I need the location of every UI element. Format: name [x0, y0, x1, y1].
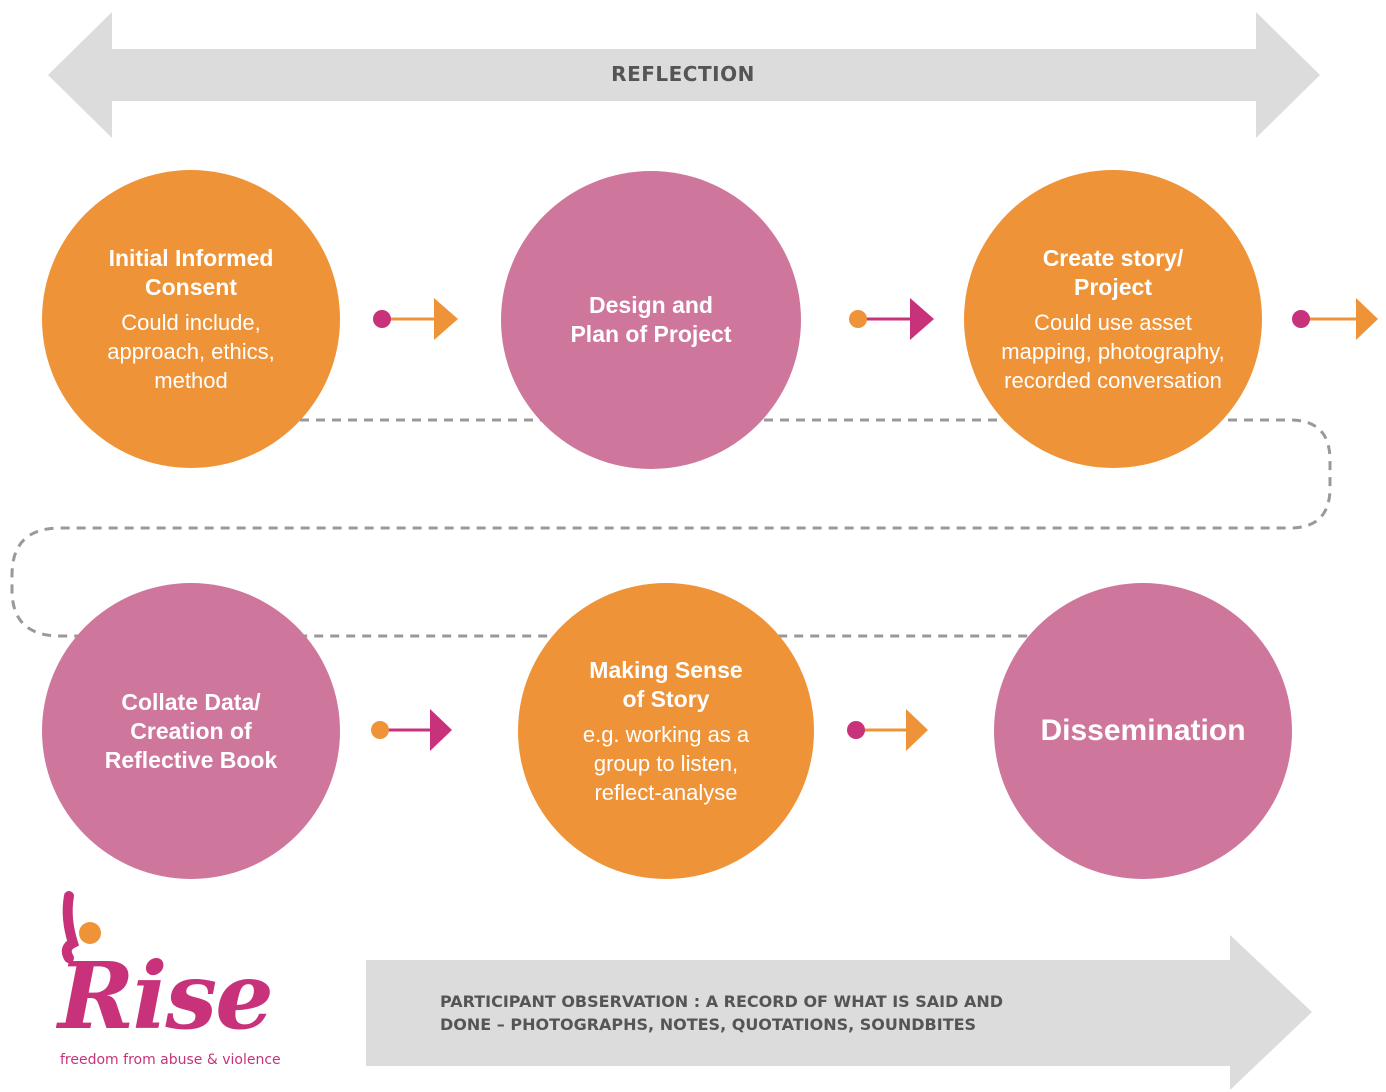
- observation-label: PARTICIPANT OBSERVATION : A RECORD OF WH…: [440, 992, 1004, 1034]
- step-title: Initial Informed Consent: [108, 244, 274, 300]
- rise-logo: [61, 891, 101, 963]
- connector-1-2: [373, 298, 458, 340]
- connector-3-next: [1292, 298, 1378, 340]
- step-description: e.g. working as a group to listen, refle…: [582, 721, 750, 805]
- connector-4-5: [371, 709, 452, 751]
- reflection-double-arrow: [48, 12, 1320, 138]
- step-design-plan: Design and Plan of Project: [501, 171, 801, 469]
- logo-figure-head: [79, 922, 101, 944]
- logo-tagline: freedom from abuse & violence: [60, 1052, 281, 1068]
- step-create-story: Create story/ Project Could use asset ma…: [964, 170, 1262, 468]
- step-description: Could use asset mapping, photography, re…: [1001, 309, 1225, 393]
- step-title: Create story/ Project: [1042, 244, 1184, 300]
- step-title: Design and Plan of Project: [570, 292, 732, 347]
- logo-wordmark: Rise: [58, 942, 274, 1050]
- reflection-label: REFLECTION: [611, 62, 755, 86]
- step-making-sense: Making Sense of Story e.g. working as a …: [518, 583, 814, 879]
- step-title: Making Sense of Story: [589, 656, 743, 712]
- step-title: Collate Data/ Creation of Reflective Boo…: [104, 688, 278, 773]
- step-initial-consent: Initial Informed Consent Could include, …: [42, 170, 340, 468]
- observation-arrow: [366, 935, 1312, 1090]
- step-collate-data: Collate Data/ Creation of Reflective Boo…: [42, 583, 340, 879]
- connector-2-3: [849, 298, 934, 340]
- step-dissemination: Dissemination: [994, 583, 1292, 879]
- connector-5-6: [847, 709, 928, 751]
- step-title: Dissemination: [1040, 714, 1246, 747]
- logo-figure-stroke: [61, 891, 80, 963]
- step-description: Could include, approach, ethics, method: [107, 309, 275, 393]
- dashed-flow-path: [10, 418, 1332, 638]
